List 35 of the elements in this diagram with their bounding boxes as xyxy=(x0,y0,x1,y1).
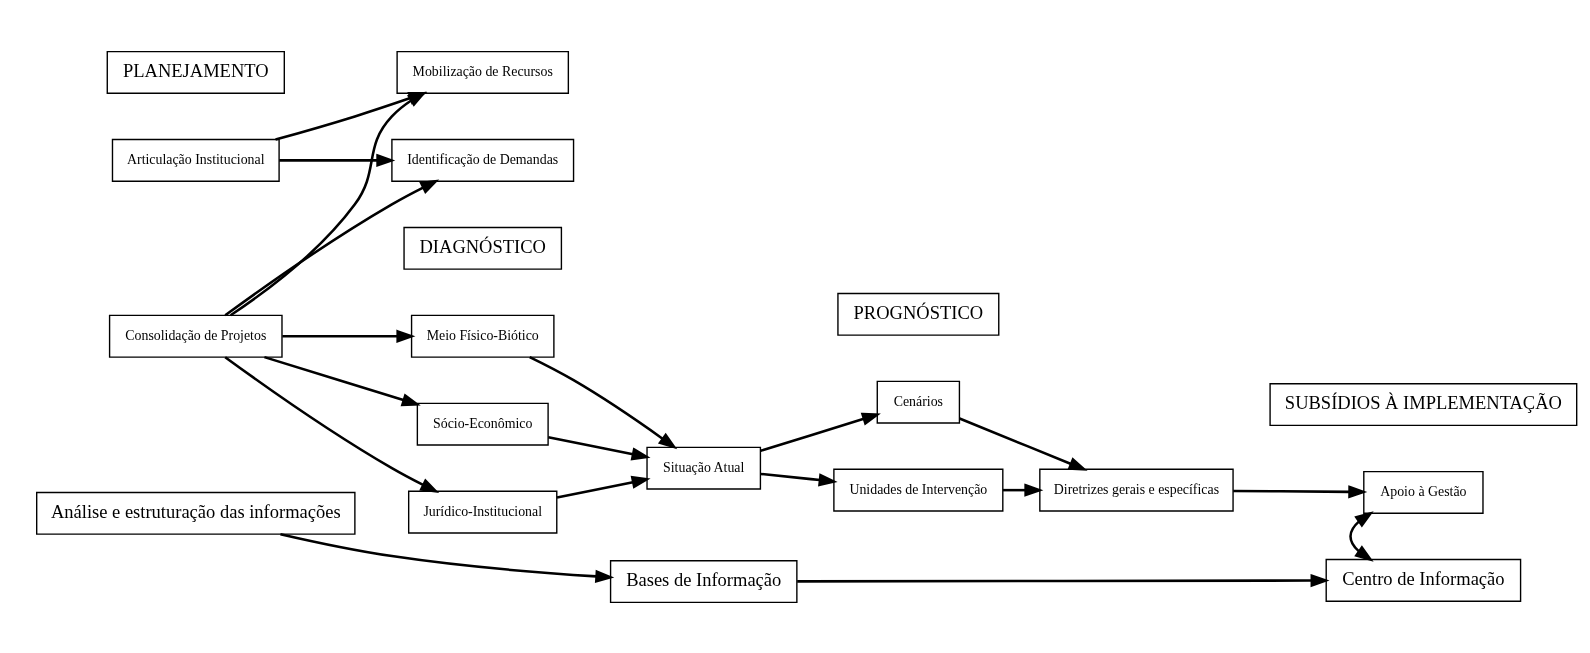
arrow xyxy=(529,355,678,449)
arrow xyxy=(264,355,421,406)
node-box: Identificação de Demandas xyxy=(391,138,575,182)
node-box: Jurídico-Institucional xyxy=(408,490,558,534)
node-box: Meio Físico-Biótico xyxy=(410,314,555,358)
arrow xyxy=(280,532,615,583)
arrow xyxy=(797,573,1330,587)
arrow xyxy=(224,179,440,316)
node-box: Bases de Informação xyxy=(609,559,798,603)
node-box: Análise e estruturação das informações xyxy=(36,491,356,535)
arrow xyxy=(224,355,440,493)
arrow xyxy=(282,329,416,343)
arrow xyxy=(548,435,651,460)
arrow xyxy=(760,472,838,487)
arrow xyxy=(279,153,396,167)
node-box: DIAGNÓSTICO xyxy=(403,226,563,270)
arrow xyxy=(1349,510,1374,562)
node-box: Mobilização de Recursos xyxy=(396,50,570,94)
arrow xyxy=(959,416,1088,471)
arrow xyxy=(760,412,881,452)
node-box: SUBSÍDIOS À IMPLEMENTAÇÃO xyxy=(1269,382,1578,426)
node-box: PLANEJAMENTO xyxy=(106,50,285,94)
node-box: Unidades de Intervenção xyxy=(833,468,1004,512)
arrow xyxy=(1002,483,1044,497)
node-box: Consolidação de Projetos xyxy=(108,314,283,358)
node-box: Apoio à Gestão xyxy=(1363,470,1484,514)
arrow xyxy=(1233,484,1368,498)
node-box: Sócio-Econômico xyxy=(416,402,549,446)
node-box: PROGNÓSTICO xyxy=(837,292,1000,336)
arrow xyxy=(556,475,651,499)
node-box: Articulação Institucional xyxy=(111,138,280,182)
node-box: Diretrizes gerais e específicas xyxy=(1039,468,1234,512)
node-box: Cenários xyxy=(876,380,961,424)
node-box: Centro de Informação xyxy=(1325,558,1522,602)
node-box: Situação Atual xyxy=(646,446,762,490)
